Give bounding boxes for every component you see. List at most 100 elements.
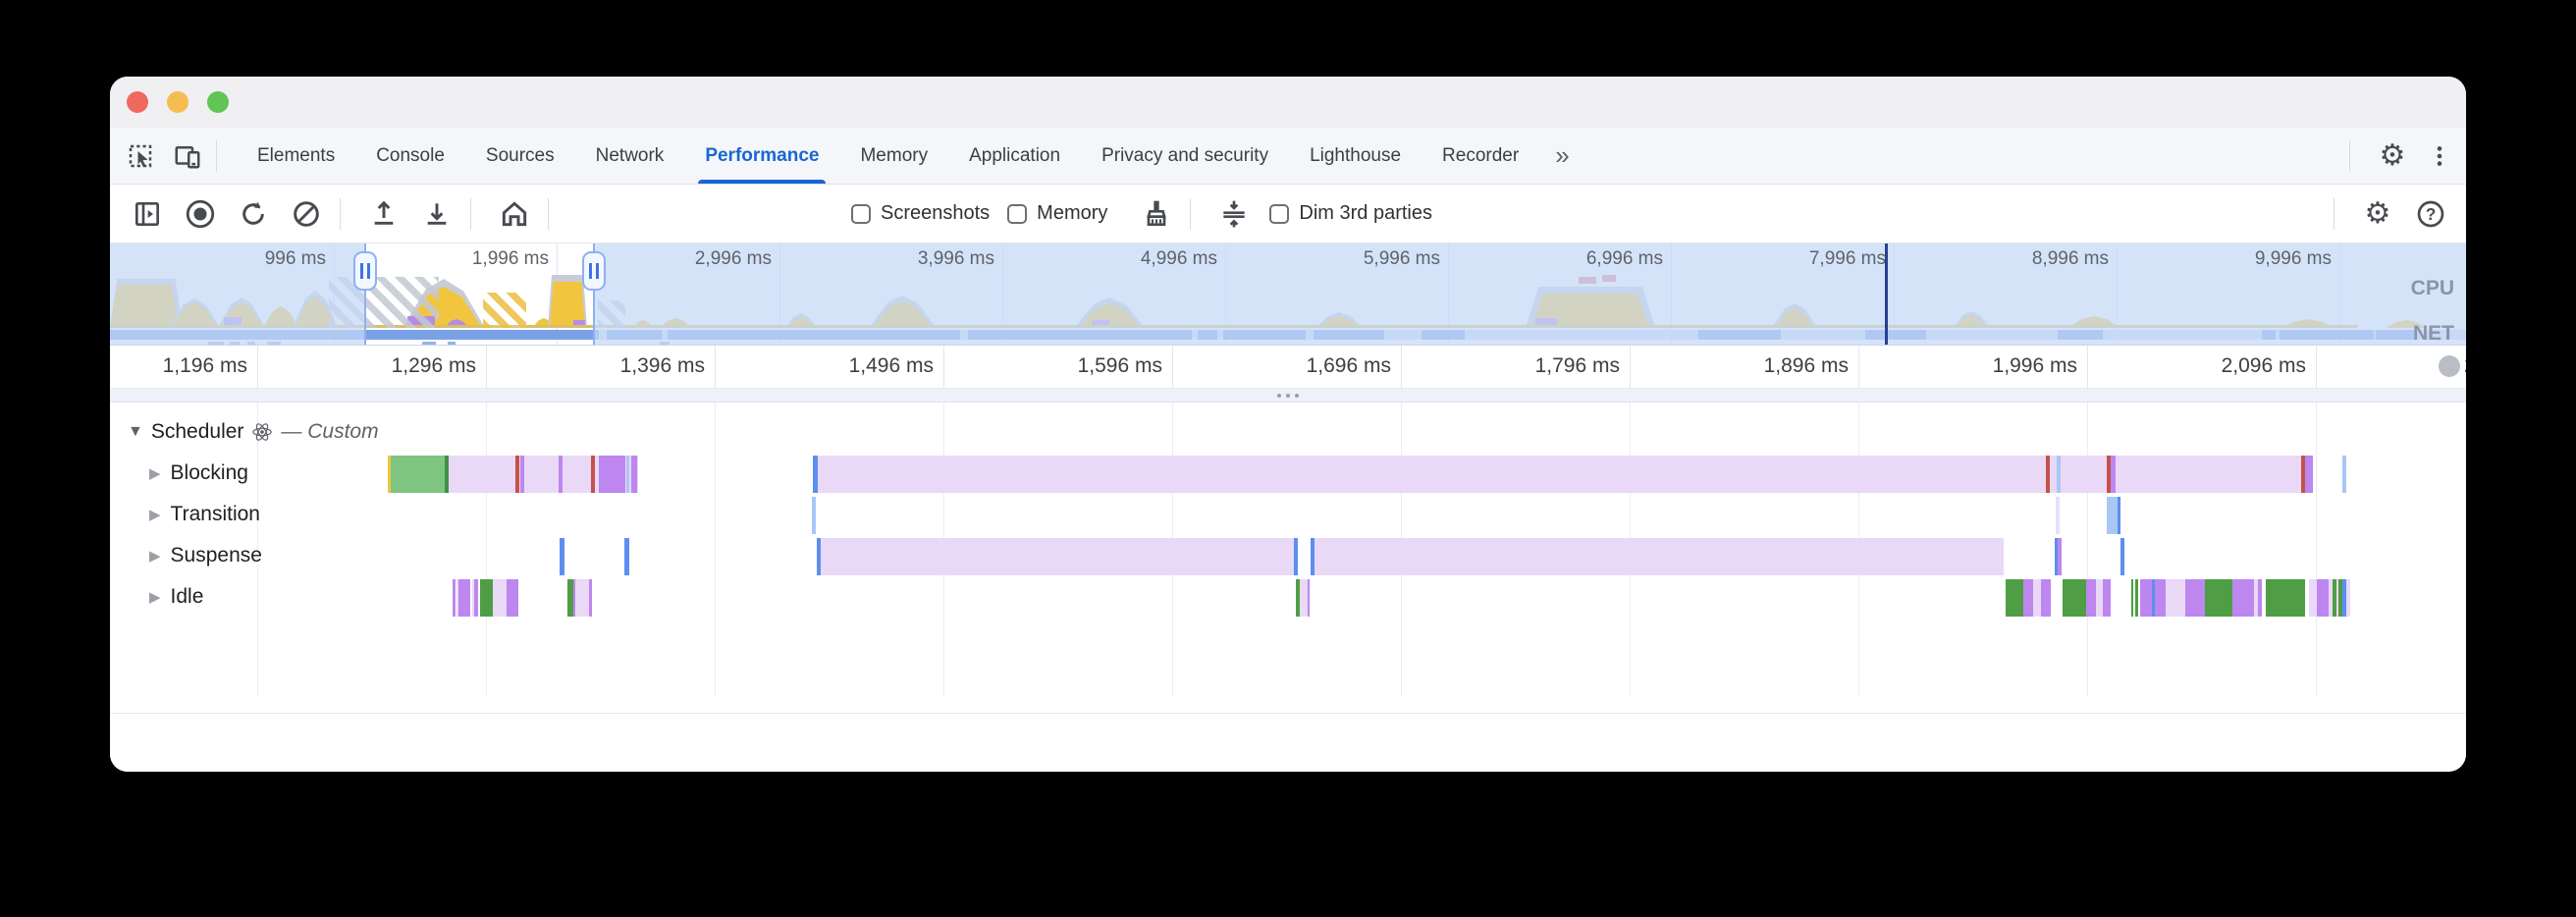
flame-event-segment[interactable] <box>2166 579 2185 617</box>
row-label-idle[interactable]: ▶Idle <box>149 585 203 609</box>
flame-event-segment[interactable] <box>2063 579 2086 617</box>
ruler-scrollbar-thumb[interactable] <box>2439 355 2460 377</box>
flame-event-segment[interactable] <box>2120 538 2124 575</box>
flame-event-segment[interactable] <box>515 456 519 493</box>
selection-handle-right[interactable] <box>582 251 606 291</box>
flame-event-segment[interactable] <box>2055 538 2058 575</box>
flame-event-segment[interactable] <box>2152 579 2155 617</box>
flame-event-segment[interactable] <box>2033 579 2041 617</box>
flame-event-segment[interactable] <box>2096 579 2103 617</box>
flame-event-segment[interactable] <box>474 579 478 617</box>
expand-triangle-icon[interactable]: ▶ <box>149 589 161 606</box>
flame-event-segment[interactable] <box>472 579 474 617</box>
flame-event-segment[interactable] <box>458 579 470 617</box>
flame-event-segment[interactable] <box>2057 456 2061 493</box>
flame-event-segment[interactable] <box>2140 579 2152 617</box>
flame-event-segment[interactable] <box>2046 456 2050 493</box>
flame-event-segment[interactable] <box>591 456 595 493</box>
help-icon[interactable]: ? <box>2409 192 2452 236</box>
flame-event-segment[interactable] <box>480 579 493 617</box>
device-toolbar-icon[interactable] <box>171 139 204 173</box>
row-label-suspense[interactable]: ▶Suspense <box>149 544 262 567</box>
expand-triangle-icon[interactable]: ▶ <box>149 465 161 482</box>
track-header-scheduler[interactable]: ▼ Scheduler — Custom <box>128 420 379 444</box>
flame-event-segment[interactable] <box>599 456 625 493</box>
flame-event-segment[interactable] <box>2058 538 2062 575</box>
flame-event-segment[interactable] <box>2131 579 2133 617</box>
dim-3rd-parties-checkbox[interactable] <box>1269 203 1290 224</box>
flame-event-segment[interactable] <box>2135 579 2138 617</box>
flame-event-segment[interactable] <box>2056 497 2060 534</box>
flame-event-segment[interactable] <box>2107 497 2120 534</box>
kebab-menu-icon[interactable] <box>2423 139 2456 173</box>
flame-event-segment[interactable] <box>812 497 816 534</box>
capture-settings-gear-icon[interactable]: ⚙ <box>2364 196 2391 230</box>
flame-event-segment[interactable] <box>2111 456 2116 493</box>
upload-profile-icon[interactable] <box>362 192 405 236</box>
flame-chart-tracks[interactable]: ▼ Scheduler — Custom ▶Blocking ▶Transitio… <box>110 403 2466 772</box>
flame-event-segment[interactable] <box>1311 538 1315 575</box>
flame-event-segment[interactable] <box>2329 579 2333 617</box>
tab-network[interactable]: Network <box>595 144 665 166</box>
selection-handle-left[interactable] <box>353 251 377 291</box>
flame-event-segment[interactable] <box>1300 579 1308 617</box>
flame-event-segment[interactable] <box>813 456 2313 493</box>
flame-event-segment[interactable] <box>445 456 449 493</box>
more-tabs-button[interactable]: » <box>1555 140 1570 170</box>
tab-recorder[interactable]: Recorder <box>1442 144 1520 166</box>
reload-record-button[interactable] <box>232 192 275 236</box>
flame-event-segment[interactable] <box>2086 579 2096 617</box>
tab-performance[interactable]: Performance <box>684 128 839 184</box>
flame-event-segment[interactable] <box>2309 579 2317 617</box>
memory-checkbox[interactable] <box>1007 203 1028 224</box>
flame-event-segment[interactable] <box>631 456 637 493</box>
zoom-window-button[interactable] <box>207 91 229 113</box>
flame-event-segment[interactable] <box>559 456 563 493</box>
row-label-blocking[interactable]: ▶Blocking <box>149 461 248 485</box>
screenshots-checkbox[interactable] <box>851 203 871 224</box>
row-label-transition[interactable]: ▶Transition <box>149 503 260 526</box>
flame-event-segment[interactable] <box>507 579 518 617</box>
flame-event-segment[interactable] <box>2346 579 2350 617</box>
flame-event-segment[interactable] <box>2103 579 2111 617</box>
flame-event-segment[interactable] <box>2023 579 2033 617</box>
flame-event-segment[interactable] <box>2205 579 2232 617</box>
flame-event-segment[interactable] <box>2155 579 2166 617</box>
tab-sources[interactable]: Sources <box>485 144 555 166</box>
flame-event-segment[interactable] <box>2107 456 2111 493</box>
flame-event-segment[interactable] <box>575 579 589 617</box>
flame-event-segment[interactable] <box>1308 579 1310 617</box>
flame-event-segment[interactable] <box>2041 579 2051 617</box>
tab-console[interactable]: Console <box>376 144 445 166</box>
flame-event-segment[interactable] <box>2333 579 2336 617</box>
flame-event-segment[interactable] <box>388 456 391 493</box>
flame-event-segment[interactable] <box>817 538 821 575</box>
flame-event-segment[interactable] <box>2317 579 2329 617</box>
flame-event-segment[interactable] <box>453 579 456 617</box>
record-button[interactable] <box>179 192 222 236</box>
flame-event-segment[interactable] <box>560 538 564 575</box>
flame-event-segment[interactable] <box>391 456 445 493</box>
clear-button[interactable] <box>285 192 328 236</box>
tab-memory[interactable]: Memory <box>860 144 929 166</box>
flame-event-segment[interactable] <box>2006 579 2023 617</box>
flame-event-segment[interactable] <box>2305 456 2313 493</box>
tab-elements[interactable]: Elements <box>257 144 336 166</box>
tab-lighthouse[interactable]: Lighthouse <box>1310 144 1402 166</box>
flame-event-segment[interactable] <box>493 579 507 617</box>
settings-gear-icon[interactable]: ⚙ <box>2379 138 2406 172</box>
flame-event-segment[interactable] <box>2232 579 2254 617</box>
expand-triangle-icon[interactable]: ▶ <box>149 548 161 565</box>
panel-resize-handle[interactable] <box>110 389 2466 403</box>
collapse-triangle-icon[interactable]: ▼ <box>128 423 143 440</box>
flame-event-segment[interactable] <box>2185 579 2205 617</box>
flame-event-segment[interactable] <box>573 579 575 617</box>
flame-event-segment[interactable] <box>626 456 629 493</box>
flame-event-segment[interactable] <box>2338 579 2342 617</box>
flame-event-segment[interactable] <box>2342 456 2346 493</box>
flame-event-segment[interactable] <box>624 538 629 575</box>
tab-privacy-and-security[interactable]: Privacy and security <box>1101 144 1269 166</box>
flame-event-segment[interactable] <box>1296 579 1300 617</box>
collect-garbage-icon[interactable] <box>1135 192 1178 236</box>
flame-event-segment[interactable] <box>2336 579 2338 617</box>
